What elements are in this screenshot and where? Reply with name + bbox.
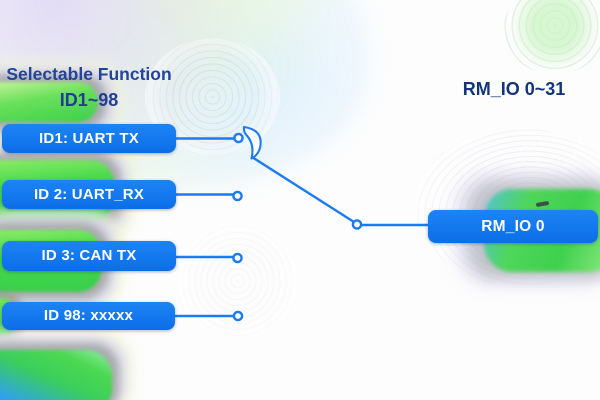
output-node-rmio0: RM_IO 0 <box>428 210 598 243</box>
right-title: RM_IO 0~31 <box>462 79 566 99</box>
contour-rings <box>503 0 600 74</box>
green-blue-blob <box>0 350 112 400</box>
terminal-id1 <box>233 132 244 144</box>
switch-arm-wire <box>251 155 355 224</box>
junction-output <box>351 219 363 230</box>
left-title-line2: ID1~98 <box>59 90 119 110</box>
switch-wiper-icon[interactable] <box>242 125 262 160</box>
input-node-id98: ID 98: xxxxx <box>2 302 175 330</box>
green-blob <box>0 82 98 122</box>
terminal-id3 <box>232 252 243 264</box>
input-node-id2: ID 2: UART_RX <box>2 180 176 209</box>
terminal-id2 <box>232 190 243 202</box>
input-node-id3: ID 3: CAN TX <box>2 241 176 271</box>
terminal-id98 <box>232 310 244 322</box>
left-title-line1: Selectable Function <box>6 64 172 84</box>
input-node-id1: ID1: UART TX <box>2 124 176 153</box>
